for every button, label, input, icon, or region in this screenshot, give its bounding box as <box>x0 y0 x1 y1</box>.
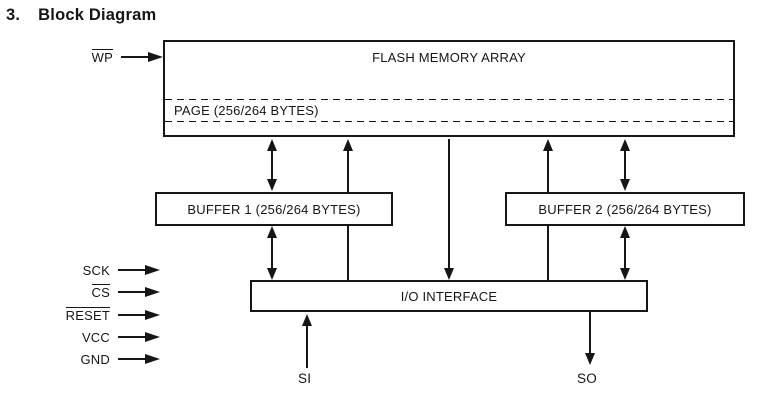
connector-line <box>271 233 273 273</box>
arrow-shaft <box>118 314 145 316</box>
connector-line <box>306 321 308 368</box>
arrow-right-icon <box>145 265 160 275</box>
flash-buffer2-bidir-arrow <box>620 139 630 191</box>
buffer1-label: BUFFER 1 (256/264 BYTES) <box>187 201 361 217</box>
buffer1-block: BUFFER 1 (256/264 BYTES) <box>155 192 393 226</box>
signal-vcc: VCC <box>22 328 160 346</box>
arrow-right-icon <box>145 332 160 342</box>
signal-reset: RESET <box>22 306 160 324</box>
vcc-arrow <box>118 332 160 342</box>
io-interface-label: I/O INTERFACE <box>400 288 498 304</box>
section-title: 3. Block Diagram <box>6 6 156 25</box>
signal-vcc-label: VCC <box>81 329 110 345</box>
wp-arrow <box>121 52 163 62</box>
section-number: 3. <box>6 6 21 24</box>
io-interface-block: I/O INTERFACE <box>250 280 648 312</box>
buffer2-io-bidir-arrow <box>620 226 630 280</box>
arrow-up-icon <box>302 314 312 326</box>
signal-reset-label: RESET <box>65 306 110 323</box>
buffer2-block: BUFFER 2 (256/264 BYTES) <box>505 192 745 226</box>
gnd-arrow <box>118 354 160 364</box>
arrow-right-icon <box>145 287 160 297</box>
signal-cs-label: CS <box>91 283 110 300</box>
flash-buffer1-bidir-arrow <box>267 139 277 191</box>
arrow-right-icon <box>148 52 163 62</box>
signal-cs: CS <box>22 283 160 301</box>
arrow-shaft <box>118 358 145 360</box>
signal-gnd: GND <box>22 350 160 368</box>
arrow-right-icon <box>145 310 160 320</box>
arrow-down-icon <box>267 268 277 280</box>
arrow-shaft <box>121 56 148 58</box>
signal-sck-label: SCK <box>82 262 110 278</box>
arrow-down-icon <box>444 268 454 280</box>
reset-arrow <box>118 310 160 320</box>
arrow-shaft <box>118 291 145 293</box>
so-output-arrow <box>585 312 595 365</box>
so-label: SO <box>577 371 598 386</box>
signal-sck: SCK <box>22 261 160 279</box>
arrow-up-icon <box>620 139 630 151</box>
arrow-down-icon <box>267 179 277 191</box>
buffer2-label: BUFFER 2 (256/264 BYTES) <box>538 201 712 217</box>
arrow-up-icon <box>343 139 353 151</box>
si-label: SI <box>298 371 312 386</box>
signal-gnd-label: GND <box>80 351 110 367</box>
arrow-shaft <box>118 269 145 271</box>
flash-memory-array-block: FLASH MEMORY ARRAY PAGE (256/264 BYTES) <box>163 40 735 137</box>
page-region-label: PAGE (256/264 BYTES) <box>174 103 319 118</box>
arrow-up-icon <box>543 139 553 151</box>
section-title-text: Block Diagram <box>38 6 157 24</box>
flash-memory-array-label: FLASH MEMORY ARRAY <box>372 50 526 65</box>
connector-line <box>448 139 450 273</box>
signal-wp: WP <box>40 48 163 66</box>
cs-arrow <box>118 287 160 297</box>
connector-line <box>624 233 626 273</box>
page-region-divider-top <box>165 99 733 100</box>
connector-line <box>589 312 591 358</box>
arrow-up-icon <box>620 226 630 238</box>
page-region-divider-bottom <box>165 121 733 122</box>
arrow-down-icon <box>585 353 595 365</box>
si-input-arrow <box>302 314 312 368</box>
connector-line <box>624 146 626 184</box>
buffer1-io-bidir-arrow <box>267 226 277 280</box>
arrow-right-icon <box>145 354 160 364</box>
arrow-down-icon <box>620 179 630 191</box>
arrow-up-icon <box>267 139 277 151</box>
flash-io-center-arrow <box>444 139 454 280</box>
arrow-down-icon <box>620 268 630 280</box>
arrow-shaft <box>118 336 145 338</box>
sck-arrow <box>118 265 160 275</box>
arrow-up-icon <box>267 226 277 238</box>
connector-line <box>271 146 273 184</box>
signal-wp-label: WP <box>91 48 113 65</box>
